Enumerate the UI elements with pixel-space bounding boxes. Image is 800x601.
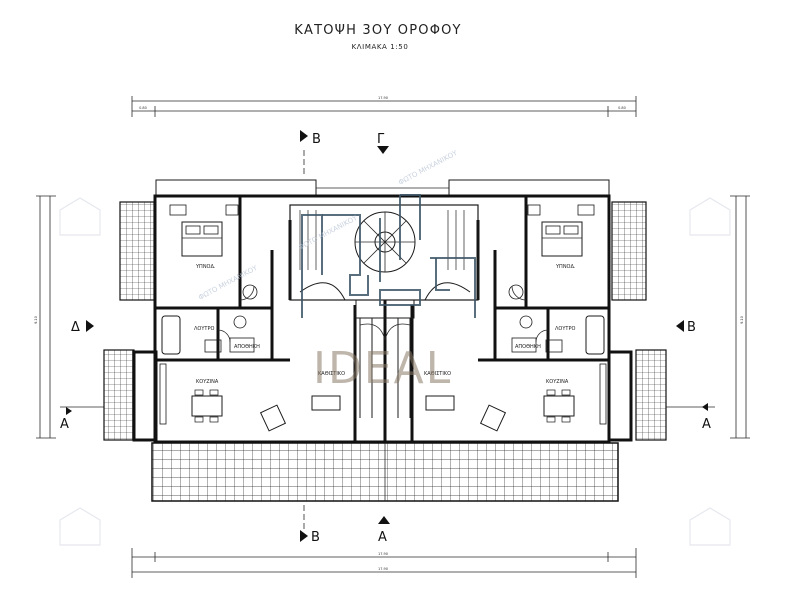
top-dimension-lines: 17.90 0.80 0.80	[131, 96, 637, 117]
svg-text:Γ: Γ	[377, 132, 385, 147]
section-marker-top-left: Β	[300, 130, 321, 147]
corner-logo-watermarks	[59, 197, 731, 546]
dim-left-total: 9.10	[34, 316, 38, 324]
svg-text:Α: Α	[60, 417, 69, 432]
balcony-side-left	[103, 349, 135, 441]
door-swings	[217, 285, 549, 343]
side-dimension-lines: 9.10 9.10	[34, 195, 750, 439]
plan-scale: ΚΛΙΜΑΚΑ 1:50	[352, 43, 409, 51]
balcony-side-right	[635, 349, 667, 441]
living-left: ΚΟΥΖΙΝΑ ΚΑΘΙΣΤΙΚΟ	[159, 363, 345, 432]
dim-overall-bottom: 17.90	[378, 567, 388, 571]
svg-text:Β: Β	[311, 530, 320, 545]
bottom-dimension-lines: 17.90 17.90	[131, 548, 637, 578]
section-marker-right-lower: Α	[702, 403, 711, 432]
svg-text:ΚΑΘΙΣΤΙΚΟ: ΚΑΘΙΣΤΙΚΟ	[318, 371, 345, 377]
svg-text:ΚΑΘΙΣΤΙΚΟ: ΚΑΘΙΣΤΙΚΟ	[424, 371, 451, 377]
svg-text:Β: Β	[687, 320, 696, 335]
roof-edges	[155, 179, 610, 198]
interior-walls-right	[410, 196, 609, 442]
dim-right-total: 9.10	[740, 316, 744, 324]
svg-text:ΑΠΟΘΗΚΗ: ΑΠΟΘΗΚΗ	[234, 344, 260, 350]
text-watermark-3: ΦΩΤΟ ΜΗΧΑΝΙΚΟΥ	[397, 149, 459, 187]
exterior-walls	[132, 194, 633, 444]
svg-text:ΥΠΝΟΔ.: ΥΠΝΟΔ.	[555, 264, 576, 270]
dim-overall-top: 17.90	[378, 96, 388, 100]
svg-text:ΚΟΥΖΙΝΑ: ΚΟΥΖΙΝΑ	[196, 379, 219, 385]
svg-text:Α: Α	[378, 530, 387, 545]
staircase	[289, 204, 479, 301]
svg-text:ΛΟΥΤΡΟ: ΛΟΥΤΡΟ	[194, 326, 214, 332]
section-marker-left-upper: Δ	[71, 320, 94, 335]
entry-hall	[355, 299, 415, 418]
bedroom-right: ΥΠΝΟΔ.	[508, 204, 595, 300]
highlight-overlay	[301, 194, 476, 318]
dim-top-left-seg: 0.80	[139, 106, 147, 110]
living-right: ΚΟΥΖΙΝΑ ΚΑΘΙΣΤΙΚΟ	[424, 363, 607, 432]
section-marker-bottom-left: Β	[300, 530, 320, 545]
section-marker-left-lower: Α	[60, 407, 72, 432]
section-marker-right-upper: Β	[676, 320, 696, 335]
bedroom-left: ΥΠΝΟΔ.	[169, 204, 258, 300]
svg-text:ΚΟΥΖΙΝΑ: ΚΟΥΖΙΝΑ	[546, 379, 569, 385]
svg-text:ΛΟΥΤΡΟ: ΛΟΥΤΡΟ	[555, 326, 575, 332]
section-marker-top-right: Γ	[377, 132, 389, 154]
dim-top-right-seg: 0.80	[618, 106, 626, 110]
bath-left: ΛΟΥΤΡΟ ΑΠΟΘΗΚΗ	[161, 315, 260, 355]
svg-text:ΥΠΝΟΔ.: ΥΠΝΟΔ.	[195, 264, 216, 270]
balcony-top-right	[611, 201, 647, 301]
svg-text:Δ: Δ	[71, 320, 80, 335]
text-watermark-2: ΦΩΤΟ ΜΗΧΑΝΙΚΟΥ	[297, 214, 359, 252]
svg-text:Α: Α	[702, 417, 711, 432]
bath-right: ΛΟΥΤΡΟ ΑΠΟΘΗΚΗ	[511, 315, 605, 355]
svg-text:Β: Β	[312, 132, 321, 147]
plan-title: ΚΑΤΟΨΗ 3ΟΥ ΟΡΟΦΟΥ	[294, 23, 461, 38]
dim-bottom-mid: 17.90	[378, 552, 388, 556]
svg-text:ΑΠΟΘΗΚΗ: ΑΠΟΘΗΚΗ	[515, 344, 541, 350]
section-marker-bottom-right: Α	[378, 516, 390, 545]
balcony-top-left	[119, 201, 155, 301]
brand-watermark: IDEAL	[313, 343, 452, 394]
